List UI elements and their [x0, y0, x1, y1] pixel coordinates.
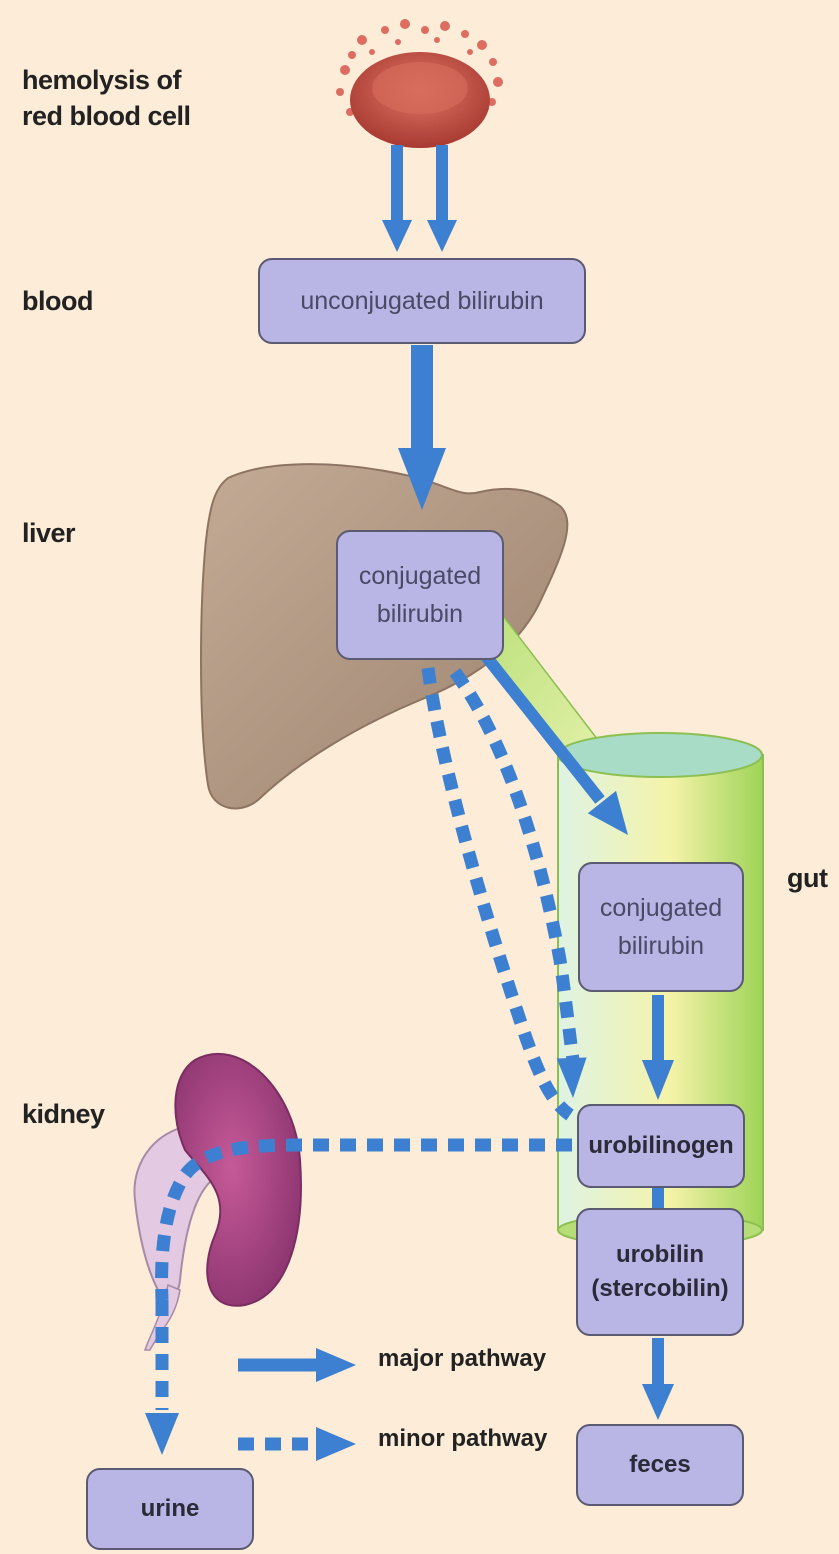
box-urobilinogen: urobilinogen: [577, 1104, 745, 1188]
label-hemolysis: hemolysis of red blood cell: [22, 62, 191, 134]
box-conjugated-liver-text: conjugated bilirubin: [359, 557, 481, 633]
label-liver: liver: [22, 515, 75, 551]
box-urine-text: urine: [141, 1492, 200, 1526]
box-urobilinogen-text: urobilinogen: [588, 1129, 733, 1163]
box-urobilin-text: urobilin (stercobilin): [591, 1238, 728, 1306]
box-feces-text: feces: [629, 1448, 690, 1482]
box-unconjugated-bilirubin: unconjugated bilirubin: [258, 258, 586, 344]
label-kidney: kidney: [22, 1096, 105, 1132]
label-gut: gut: [787, 860, 827, 896]
box-unconjugated-text: unconjugated bilirubin: [300, 282, 543, 320]
legend-minor-label: minor pathway: [378, 1425, 547, 1453]
box-conjugated-gut-text: conjugated bilirubin: [600, 889, 722, 965]
legend-major-label: major pathway: [378, 1345, 546, 1373]
label-blood: blood: [22, 283, 93, 319]
box-conjugated-bilirubin-gut: conjugated bilirubin: [578, 862, 744, 992]
box-conjugated-bilirubin-liver: conjugated bilirubin: [336, 530, 504, 660]
box-urobilin: urobilin (stercobilin): [576, 1208, 744, 1336]
box-urine: urine: [86, 1468, 254, 1550]
box-feces: feces: [576, 1424, 744, 1506]
